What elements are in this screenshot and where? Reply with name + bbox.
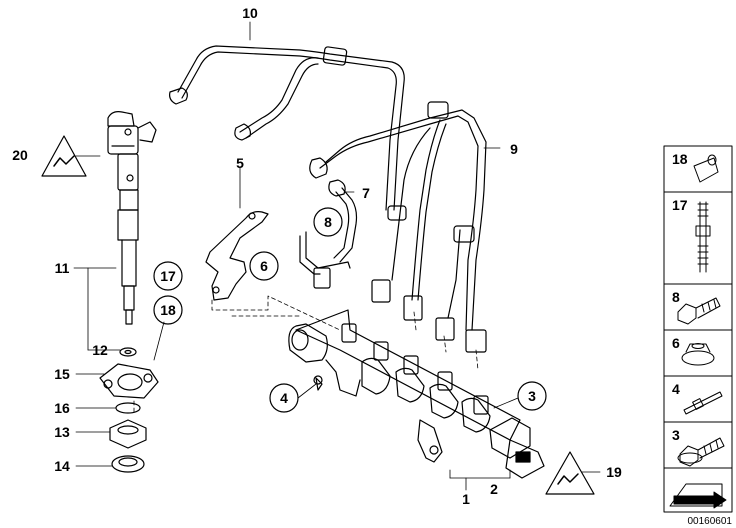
sleeve-icon — [693, 154, 719, 183]
stud-bolt-icon — [695, 201, 711, 273]
torque-triangle-19 — [545, 451, 595, 495]
legend-panel — [663, 145, 733, 513]
nut-13 — [109, 419, 147, 449]
callout-17: 17 — [160, 268, 176, 284]
callout-20: 20 — [12, 147, 28, 163]
pressure-sensor-2 — [489, 417, 545, 479]
callout-circle-8 — [313, 207, 343, 237]
callout-13: 13 — [54, 424, 70, 440]
pressure-line-9 — [309, 101, 487, 331]
callout-16: 16 — [54, 400, 70, 416]
torque-triangle-20 — [41, 135, 87, 177]
callout-19: 19 — [606, 464, 622, 480]
callout-11: 11 — [55, 260, 70, 276]
callout-5: 5 — [236, 155, 244, 171]
callout-circle-6 — [249, 251, 279, 281]
stud-icon — [683, 391, 723, 415]
callout-4: 4 — [280, 390, 288, 406]
callout-6: 6 — [260, 258, 268, 274]
callout-circle-4 — [269, 383, 299, 413]
bracket-5 — [205, 211, 269, 301]
legend-number-18: 18 — [672, 151, 688, 167]
callout-2: 2 — [490, 481, 498, 497]
diagram-id: 00160601 — [688, 516, 733, 527]
pressure-line-10 — [169, 45, 405, 211]
callout-12: 12 — [92, 342, 108, 358]
callout-15: 15 — [54, 366, 70, 382]
callout-9: 9 — [510, 141, 518, 157]
callout-10: 10 — [242, 5, 258, 21]
injector-11 — [107, 111, 157, 325]
legend-labels: 18 17 8 6 4 3 — [672, 151, 688, 443]
callout-14: 14 — [54, 458, 70, 474]
legend-number-6: 6 — [672, 335, 680, 351]
callout-8: 8 — [324, 214, 332, 230]
rail-1 — [288, 309, 521, 463]
legend-number-8: 8 — [672, 289, 680, 305]
leader-lines — [73, 21, 601, 491]
mounting-guides — [133, 295, 479, 413]
callout-1: 1 — [462, 491, 470, 507]
legend-number-17: 17 — [672, 197, 688, 213]
callout-circle-17 — [153, 261, 183, 291]
legend-number-3: 3 — [672, 427, 680, 443]
flange-screw-icon — [677, 437, 725, 467]
flange-nut-icon — [681, 343, 715, 366]
ring-16 — [115, 402, 141, 414]
callout-7: 7 — [362, 185, 370, 201]
callout-3: 3 — [528, 388, 536, 404]
callout-circle-18 — [153, 295, 183, 325]
pipe-nuts — [371, 279, 487, 353]
callout-circle-3 — [517, 381, 547, 411]
washer-12 — [119, 347, 137, 357]
seal-14 — [111, 455, 145, 473]
hex-bolt-icon — [677, 297, 721, 325]
callout-18: 18 — [160, 302, 176, 318]
page-arrow-icon — [669, 483, 727, 509]
callout-labels: 10 9 5 7 8 6 20 11 17 18 12 15 16 13 14 … — [12, 5, 622, 507]
legend-number-4: 4 — [672, 381, 680, 397]
fuel-line-7 — [299, 179, 358, 289]
clamp-15 — [99, 363, 159, 399]
